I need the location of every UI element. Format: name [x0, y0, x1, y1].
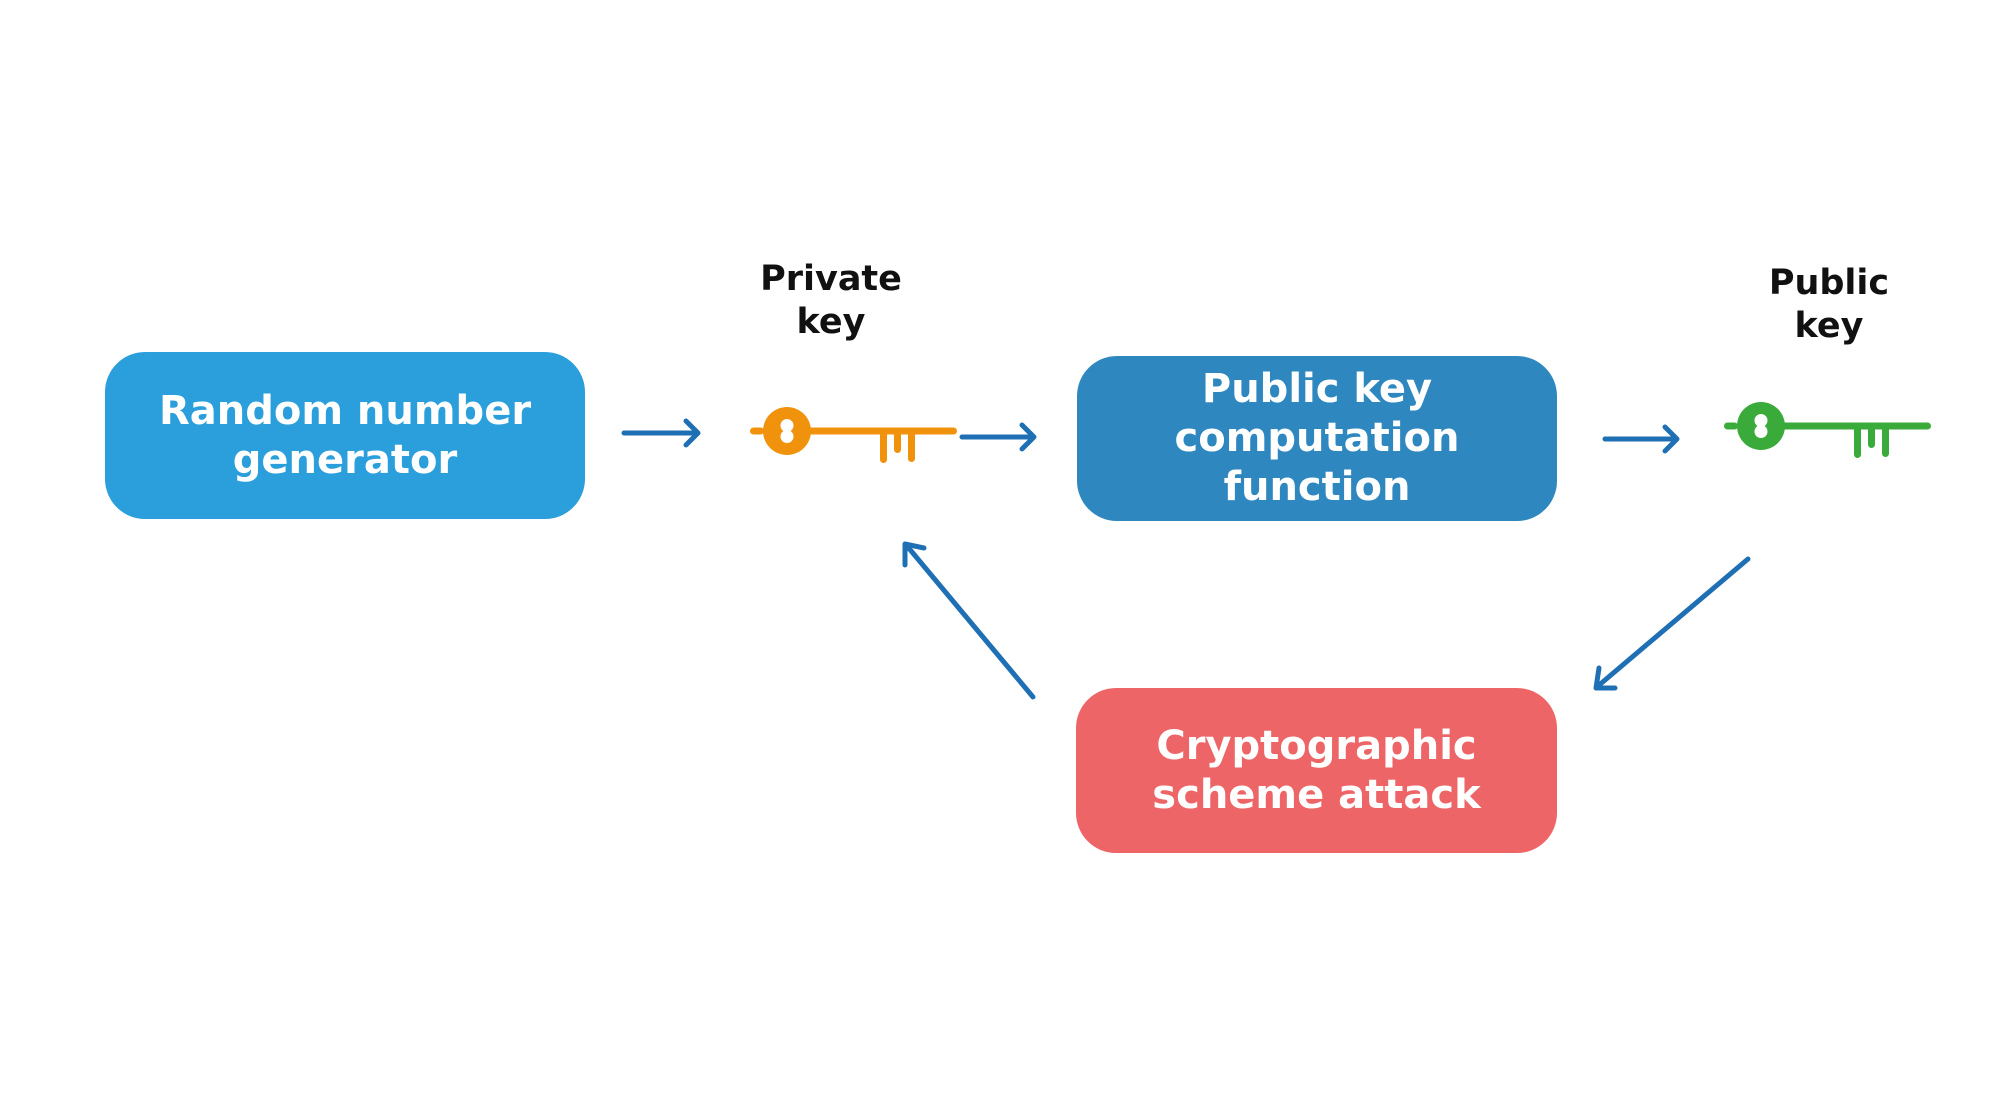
private-key-label-line-1: Private — [760, 259, 902, 299]
arrow-attack-to-private-key — [902, 541, 1036, 700]
public-key-label: Public key — [1709, 262, 1949, 348]
public-key-icon — [1724, 402, 1931, 458]
random-number-generator-line-2: generator — [232, 436, 458, 483]
private-key-icon — [750, 407, 957, 463]
arrow-private-key-to-computation — [959, 422, 1037, 452]
arrow-computation-to-public-key — [1602, 424, 1680, 454]
public-key-computation-line-2: computation function — [1174, 415, 1460, 510]
arrow-rng-to-private-key — [621, 418, 701, 448]
cryptographic-attack-line-2: scheme attack — [1152, 771, 1481, 818]
cryptographic-attack-box: Cryptographic scheme attack — [1076, 688, 1557, 853]
cryptographic-attack-label: Cryptographic scheme attack — [1152, 722, 1480, 820]
random-number-generator-box: Random number generator — [105, 352, 585, 519]
public-key-computation-line-1: Public key — [1201, 366, 1433, 412]
public-key-computation-label: Public key computation function — [1087, 365, 1547, 512]
public-key-label-line-1: Public — [1768, 263, 1890, 303]
public-key-label-line-2: key — [1794, 306, 1864, 346]
random-number-generator-label: Random number generator — [159, 387, 531, 485]
arrow-public-key-to-attack — [1593, 556, 1751, 691]
public-key-computation-box: Public key computation function — [1077, 356, 1557, 521]
cryptographic-attack-line-1: Cryptographic — [1156, 722, 1477, 769]
private-key-label-line-2: key — [796, 302, 866, 342]
private-key-label: Private key — [711, 258, 951, 344]
random-number-generator-line-1: Random number — [158, 387, 532, 434]
